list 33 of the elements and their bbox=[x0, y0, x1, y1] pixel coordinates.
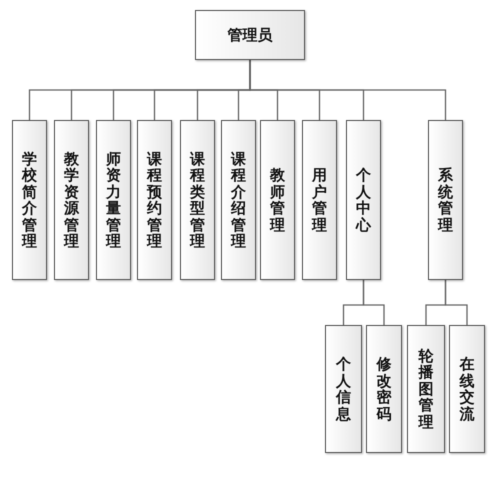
module-box bbox=[449, 325, 485, 453]
module-label: 师资力量管理 bbox=[106, 150, 121, 250]
module-label: 课程类型管理 bbox=[190, 150, 205, 250]
connector-line bbox=[444, 280, 468, 325]
module-box bbox=[302, 120, 337, 280]
module-box bbox=[346, 120, 381, 280]
module-label: 在线交流 bbox=[460, 356, 474, 422]
module-label: 个人信息 bbox=[336, 356, 351, 422]
connector-line bbox=[362, 280, 385, 325]
module-box bbox=[221, 120, 256, 280]
root-box bbox=[195, 10, 305, 60]
module-box bbox=[96, 120, 131, 280]
module-label: 系统管理 bbox=[438, 167, 453, 233]
module-label: 轮播图管理 bbox=[418, 348, 434, 430]
module-label: 学校简介管理 bbox=[22, 150, 37, 250]
module-label: 个人中心 bbox=[356, 167, 371, 233]
module-box bbox=[407, 325, 445, 453]
module-box bbox=[54, 120, 89, 280]
module-box bbox=[180, 120, 215, 280]
module-label: 教学资源管理 bbox=[64, 150, 79, 250]
module-label: 课程介绍管理 bbox=[231, 150, 246, 250]
module-box bbox=[366, 325, 402, 453]
module-box bbox=[137, 120, 172, 280]
module-label: 用户管理 bbox=[312, 167, 327, 233]
module-label: 教师管理 bbox=[270, 167, 285, 233]
module-label: 课程预约管理 bbox=[147, 150, 162, 250]
module-label: 管理员 bbox=[228, 24, 272, 46]
module-box bbox=[325, 325, 362, 453]
connector-line bbox=[249, 60, 446, 120]
module-box bbox=[428, 120, 463, 280]
module-box bbox=[12, 120, 47, 280]
module-label: 修改密码 bbox=[376, 356, 392, 422]
module-box bbox=[260, 120, 295, 280]
